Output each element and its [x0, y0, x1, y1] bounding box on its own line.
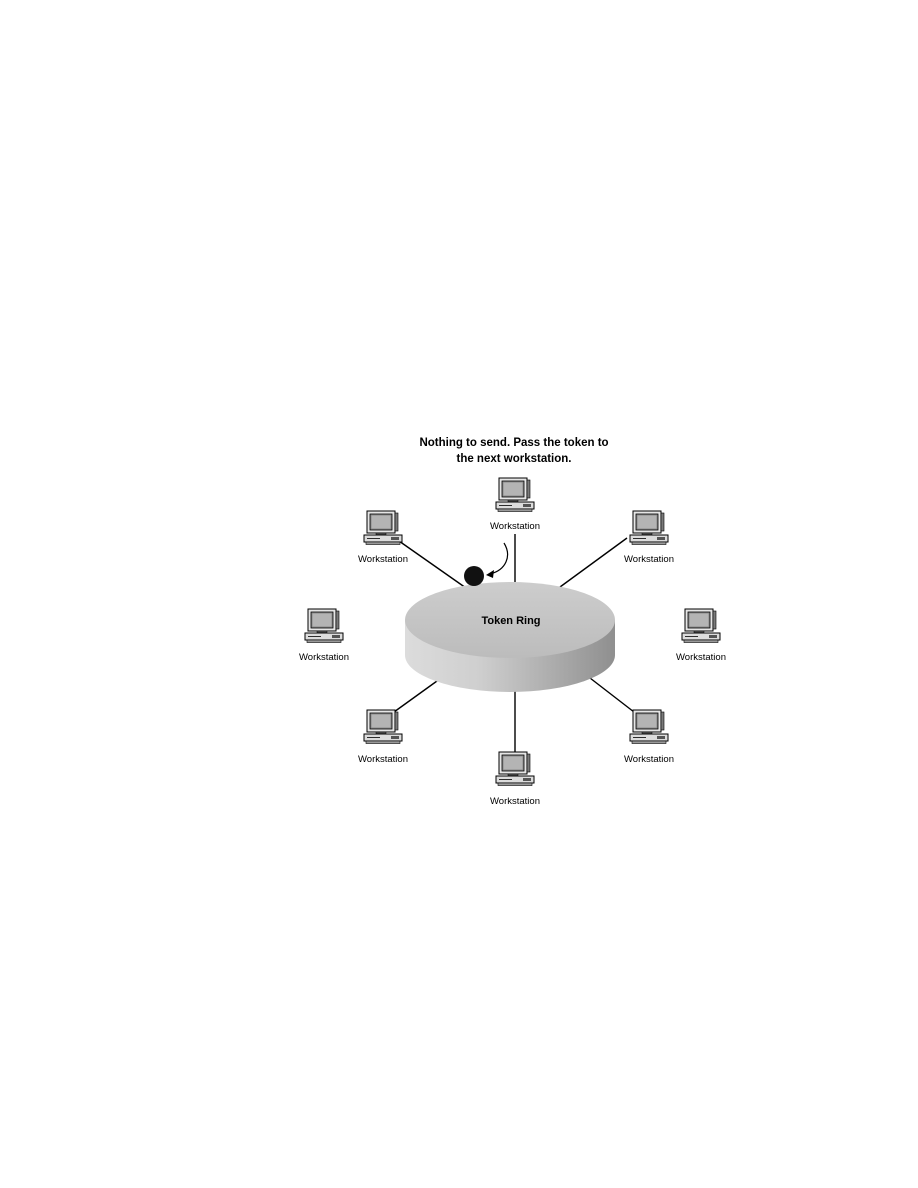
token-circle [464, 566, 484, 586]
workstation-label: Workstation [358, 554, 408, 565]
workstation-bottom-left: Workstation [358, 709, 408, 765]
cable-top-right [559, 537, 628, 588]
caption-line-1: Nothing to send. Pass the token to [419, 437, 608, 449]
computer-icon [304, 608, 344, 643]
computer-icon [495, 751, 535, 786]
workstation-label: Workstation [624, 554, 674, 565]
ring-top [405, 582, 615, 658]
cable-bottom-right [589, 677, 635, 713]
workstation-label: Workstation [490, 521, 540, 532]
workstation-label: Workstation [676, 652, 726, 663]
workstation-label: Workstation [490, 796, 540, 807]
workstation-bottom: Workstation [490, 751, 540, 807]
workstation-left: Workstation [299, 608, 349, 663]
computer-icon [495, 477, 535, 512]
workstation-label: Workstation [358, 754, 408, 765]
ring-label: Token Ring [481, 615, 540, 627]
computer-icon [681, 608, 721, 643]
computer-icon [629, 510, 669, 545]
computer-icon [363, 709, 403, 744]
computer-icon [363, 510, 403, 545]
workstation-right: Workstation [676, 608, 726, 663]
workstation-label: Workstation [624, 754, 674, 765]
computer-icon [629, 709, 669, 744]
workstation-top-right: Workstation [624, 510, 674, 565]
workstation-top: Workstation [490, 477, 540, 532]
arrow-head [486, 570, 494, 578]
cable-bottom-left [393, 680, 438, 713]
token-ring: Token Ring [405, 582, 615, 692]
workstation-top-left: Workstation [358, 510, 408, 565]
curved-arrow-icon [489, 542, 509, 575]
workstation-label: Workstation [299, 652, 349, 663]
cable-top-left [398, 540, 467, 589]
caption-line-2: the next workstation. [456, 453, 571, 465]
workstation-bottom-right: Workstation [624, 709, 674, 765]
